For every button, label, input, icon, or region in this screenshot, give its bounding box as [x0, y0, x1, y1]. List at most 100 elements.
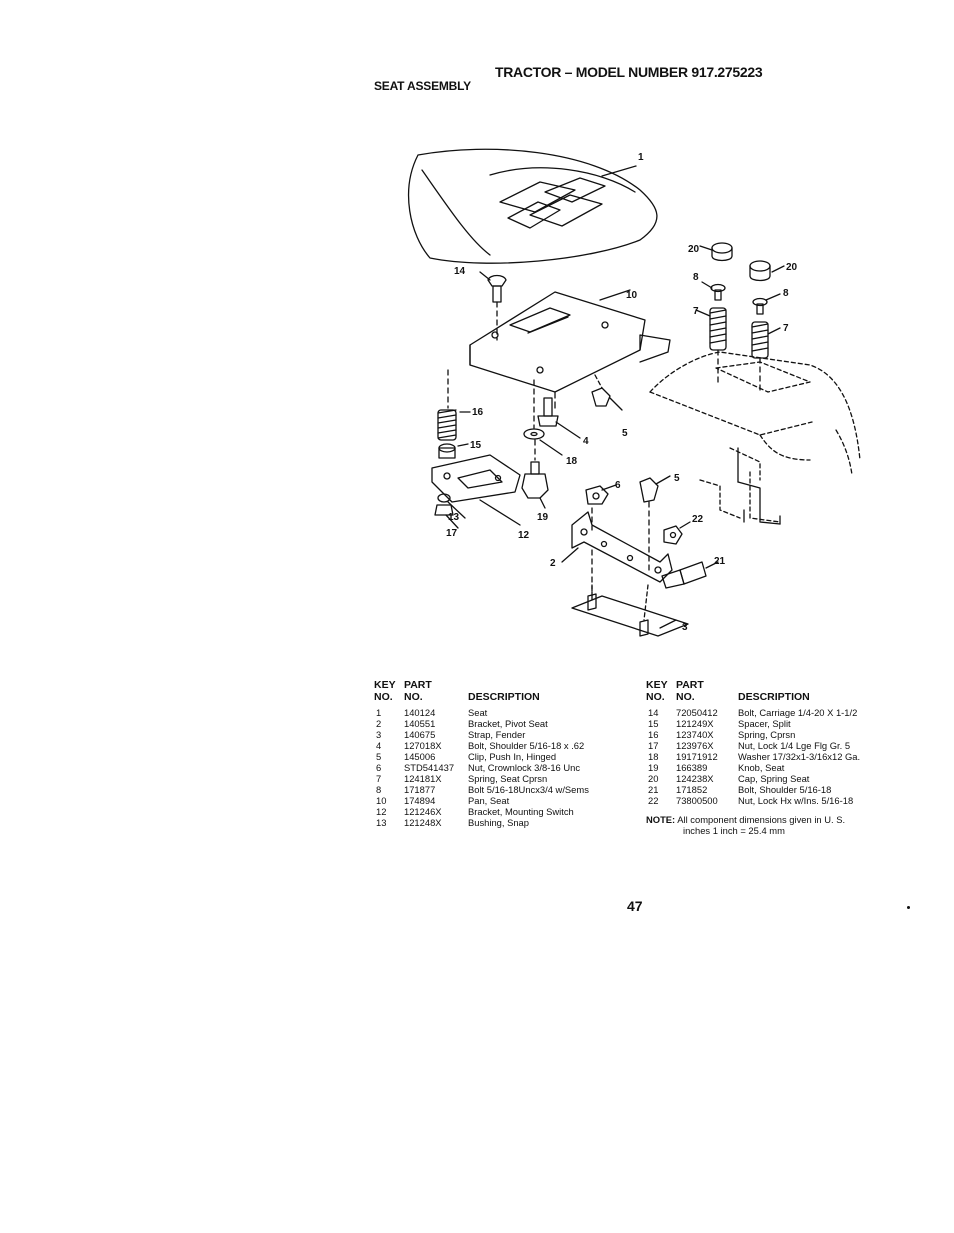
spring-part: [437, 369, 471, 459]
part-number: 73800500: [676, 795, 718, 806]
part-number: 19171912: [676, 751, 718, 762]
crownlock-nut-part: [585, 484, 617, 505]
key-header-1: KEY: [374, 679, 396, 691]
part-number: 145006: [404, 751, 436, 762]
sems-bolt-left-part: [701, 281, 726, 301]
washer-part: [523, 379, 563, 456]
stray-dot: [907, 906, 910, 909]
hinged-clip-lower-part: [639, 475, 671, 571]
key-number: 22: [648, 795, 659, 806]
part-description: Nut, Lock Hx w/Ins. 5/16-18: [738, 795, 854, 806]
part-number: 121249X: [676, 718, 714, 729]
shoulder-bolt-lower-part: [661, 561, 719, 589]
callout-19: 19: [537, 512, 549, 523]
part-number: 171877: [404, 784, 436, 795]
callout-5b: 5: [674, 473, 680, 484]
table-row: 22 73800500 Nut, Lock Hx w/Ins. 5/16-18: [646, 795, 906, 806]
part-header-2: NO.: [404, 691, 423, 703]
callout-4: 4: [583, 436, 589, 447]
callout-labels: 1 2 3 4 5 5 6 7 7 8 8 10 12 13 14 15 16 …: [446, 152, 798, 633]
key-number: 18: [648, 751, 659, 762]
callout-15: 15: [470, 440, 482, 451]
table-row: 8 171877 Bolt 5/16-18Uncx3/4 w/Sems: [374, 784, 634, 795]
shoulder-bolt-part: [537, 397, 581, 439]
part-description: Washer 17/32x1-3/16x12 Ga.: [738, 751, 861, 762]
part-number: 171852: [676, 784, 708, 795]
part-number: 166389: [676, 762, 708, 773]
part-description: Spring, Cprsn: [738, 729, 796, 740]
part-description: Spring, Seat Cprsn: [468, 773, 548, 784]
description-header: DESCRIPTION: [738, 691, 810, 703]
part-number: 121248X: [404, 817, 442, 828]
part-description: Nut, Lock 1/4 Lge Flg Gr. 5: [738, 740, 851, 751]
callout-14: 14: [454, 266, 466, 277]
part-description: Cap, Spring Seat: [738, 773, 810, 784]
key-number: 6: [376, 762, 382, 773]
tractor-frame-part: [737, 447, 781, 525]
key-number: 16: [648, 729, 659, 740]
table-row: 5 145006 Clip, Push In, Hinged: [374, 751, 634, 762]
callout-22: 22: [692, 514, 704, 525]
part-number: 127018X: [404, 740, 442, 751]
switch-bracket-part: [431, 454, 521, 526]
carriage-bolt-part: [479, 271, 507, 341]
seat-spring-left-part: [695, 307, 727, 386]
key-number: 4: [376, 740, 382, 751]
part-description: Bolt, Shoulder 5/16-18: [738, 784, 832, 795]
part-number: 140675: [404, 729, 436, 740]
tractor-fender-outline: [649, 351, 861, 523]
callout-20a: 20: [688, 244, 700, 255]
key-number: 8: [376, 784, 382, 795]
part-description: Knob, Seat: [738, 762, 785, 773]
part-description: Bolt 5/16-18Uncx3/4 w/Sems: [468, 784, 589, 795]
key-header-1: KEY: [646, 679, 668, 691]
part-description: Nut, Crownlock 3/8-16 Unc: [468, 762, 581, 773]
part-header-2: NO.: [676, 691, 695, 703]
part-number: 174894: [404, 795, 436, 806]
part-description: Clip, Push In, Hinged: [468, 751, 557, 762]
key-number: 13: [376, 817, 387, 828]
callout-16: 16: [472, 407, 484, 418]
note-line-1: All component dimensions given in U. S.: [677, 814, 846, 825]
part-number: 124181X: [404, 773, 442, 784]
callout-7b: 7: [783, 323, 789, 334]
callout-18: 18: [566, 456, 578, 467]
callout-20b: 20: [786, 262, 798, 273]
callout-6: 6: [615, 480, 621, 491]
part-number: 140124: [404, 707, 436, 718]
key-header-2: NO.: [374, 691, 393, 703]
spring-cap-left-part: [699, 242, 733, 262]
spring-cap-right-part: [749, 260, 785, 282]
part-description: Seat: [468, 707, 488, 718]
table-row: 18 19171912 Washer 17/32x1-3/16x12 Ga.: [646, 751, 906, 762]
callout-2: 2: [550, 558, 556, 569]
callout-1: 1: [638, 152, 644, 163]
callout-5a: 5: [622, 428, 628, 439]
part-number: 121246X: [404, 806, 442, 817]
key-number: 5: [376, 751, 382, 762]
key-number: 3: [376, 729, 382, 740]
part-number: 140551: [404, 718, 436, 729]
callout-13: 13: [448, 512, 460, 523]
knob-part: [521, 439, 549, 509]
part-description: Bolt, Carriage 1/4-20 X 1-1/2: [738, 707, 858, 718]
seat-spring-right-part: [751, 321, 781, 393]
seat-assembly-diagram: 1 2 3 4 5 5 6 7 7 8 8 10 12 13 14 15 16 …: [407, 148, 861, 637]
part-number: 123976X: [676, 740, 714, 751]
callout-21: 21: [714, 556, 726, 567]
page-title: TRACTOR – MODEL NUMBER 917.275223: [495, 64, 763, 80]
key-header-2: NO.: [646, 691, 665, 703]
key-number: 15: [648, 718, 659, 729]
